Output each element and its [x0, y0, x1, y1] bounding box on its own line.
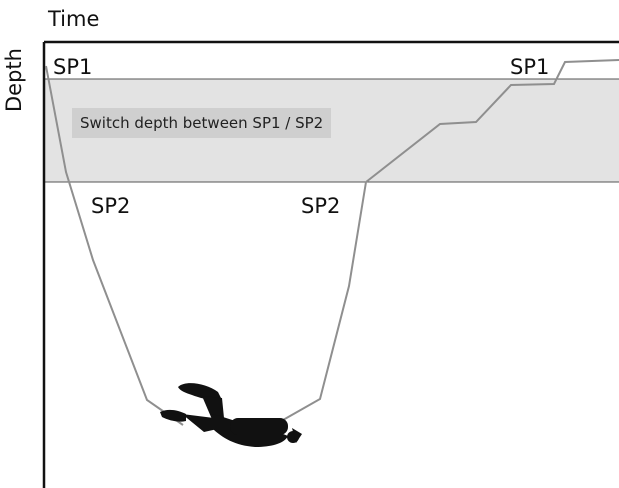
setpoint-label-ascent: SP2: [301, 194, 341, 218]
descent-profile-line: [45, 65, 184, 426]
time-axis-label: Time: [48, 7, 100, 31]
scuba-diver-icon: [160, 383, 302, 447]
ascent-profile-line: [282, 59, 619, 421]
setpoint-label-start: SP1: [53, 55, 93, 79]
setpoint-label-end: SP1: [510, 55, 550, 79]
depth-axis-label: Depth: [2, 48, 26, 112]
setpoint-label-descent: SP2: [91, 194, 131, 218]
switch-depth-label: Switch depth between SP1 / SP2: [72, 108, 332, 138]
